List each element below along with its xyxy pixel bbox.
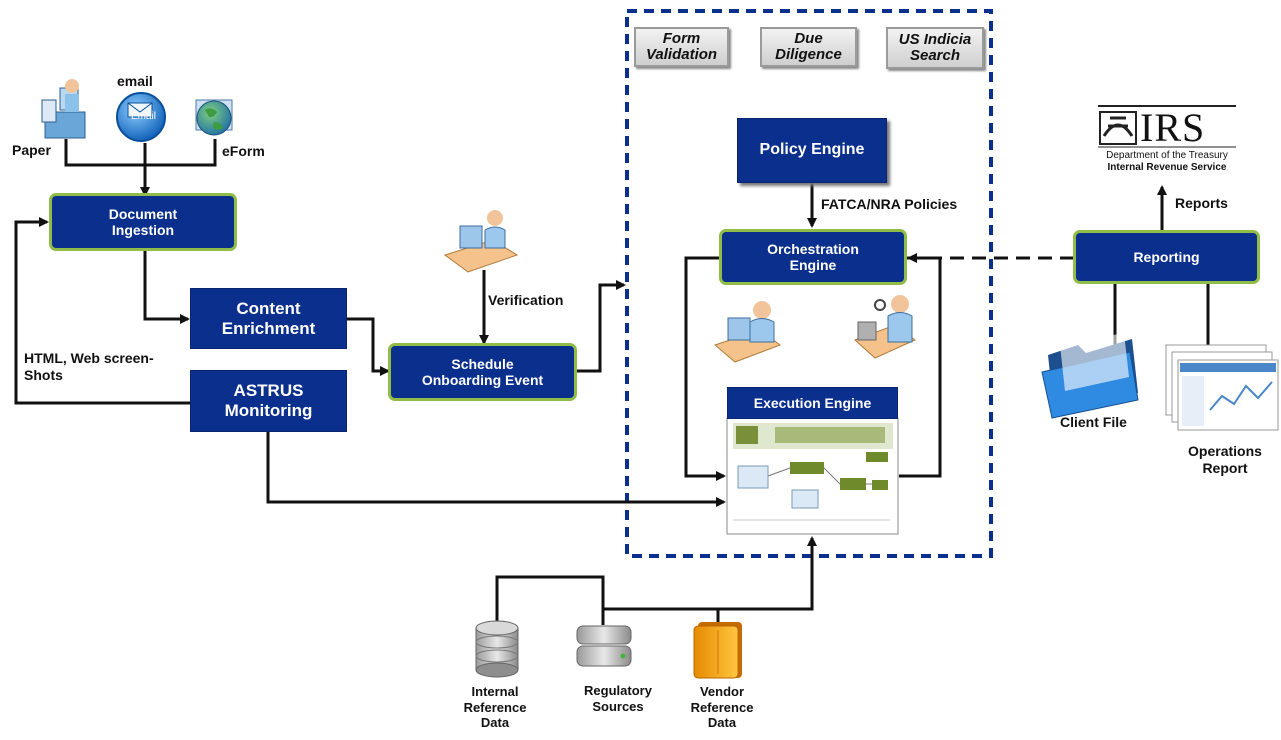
orchestration-engine-box[interactable]: Orchestration Engine <box>719 229 907 285</box>
due-diligence-box[interactable]: Due Diligence <box>760 27 857 67</box>
client-file-folder-icon <box>1041 333 1139 419</box>
vendor-reference-label: Vendor Reference Data <box>690 684 754 731</box>
fatca-policies-label: FATCA/NRA Policies <box>821 196 958 212</box>
irs-wordmark: IRS <box>1140 105 1206 150</box>
paper-person-icon <box>41 79 86 139</box>
irs-dept-text: Department of the Treasury <box>1106 150 1228 161</box>
data-sources-to-execution-arrow <box>603 536 817 611</box>
ingestion-to-enrichment-arrow <box>143 251 190 324</box>
operator-person-icon <box>714 301 782 363</box>
platform-boundary <box>625 9 993 558</box>
html-screenshots-label: HTML, Web screen- Shots <box>24 350 154 383</box>
paper-connector <box>64 139 145 167</box>
email-icon-label: Email <box>131 111 157 122</box>
reports-label: Reports <box>1175 195 1228 211</box>
internal-reference-label: Internal Reference Data <box>463 684 527 731</box>
verification-label: Verification <box>488 292 564 308</box>
policy-engine-box[interactable]: Policy Engine <box>737 118 887 183</box>
connectors <box>14 139 1210 625</box>
regulatory-server-icon <box>576 625 632 667</box>
astrus-to-execution-arrow <box>266 432 726 507</box>
email-icon <box>116 92 166 142</box>
operations-report-screens-icon <box>1165 344 1279 431</box>
vendor-folder-icon <box>693 622 742 679</box>
us-indicia-search-box[interactable]: US Indicia Search <box>886 27 984 69</box>
reporting-box[interactable]: Reporting <box>1073 230 1260 284</box>
enrichment-to-schedule-arrow <box>347 317 390 376</box>
verification-person-icon <box>443 210 519 273</box>
astrus-monitoring-box[interactable]: ASTRUS Monitoring <box>190 370 347 432</box>
irs-service-text: Internal Revenue Service <box>1107 162 1227 173</box>
eform-label: eForm <box>222 143 265 159</box>
email-label: email <box>117 73 153 89</box>
client-file-label: Client File <box>1060 414 1127 430</box>
regulatory-sources-label: Regulatory Sources <box>584 683 652 714</box>
orchestration-to-execution-arrow <box>684 256 726 481</box>
astrus-feedback-arrow <box>14 217 190 405</box>
eform-connector <box>145 139 217 167</box>
irs-eagle-logo <box>1098 105 1236 148</box>
data-sources-bus <box>495 575 720 625</box>
form-validation-box[interactable]: Form Validation <box>634 27 729 67</box>
content-enrichment-box[interactable]: Content Enrichment <box>190 288 347 349</box>
eform-globe-icon <box>195 99 233 136</box>
schedule-onboarding-box[interactable]: Schedule Onboarding Event <box>388 343 577 401</box>
operations-report-label: Operations Report <box>1188 443 1262 476</box>
execution-engine-box[interactable]: Execution Engine <box>727 387 898 419</box>
internal-database-icon <box>475 620 519 678</box>
execution-workflow-screenshot <box>726 417 899 535</box>
execution-to-orchestration-arrow <box>899 253 942 478</box>
schedule-to-platform-arrow <box>577 280 626 373</box>
analyst-person-icon <box>854 295 916 359</box>
document-ingestion-box[interactable]: Document Ingestion <box>49 193 237 251</box>
paper-label: Paper <box>12 142 51 158</box>
